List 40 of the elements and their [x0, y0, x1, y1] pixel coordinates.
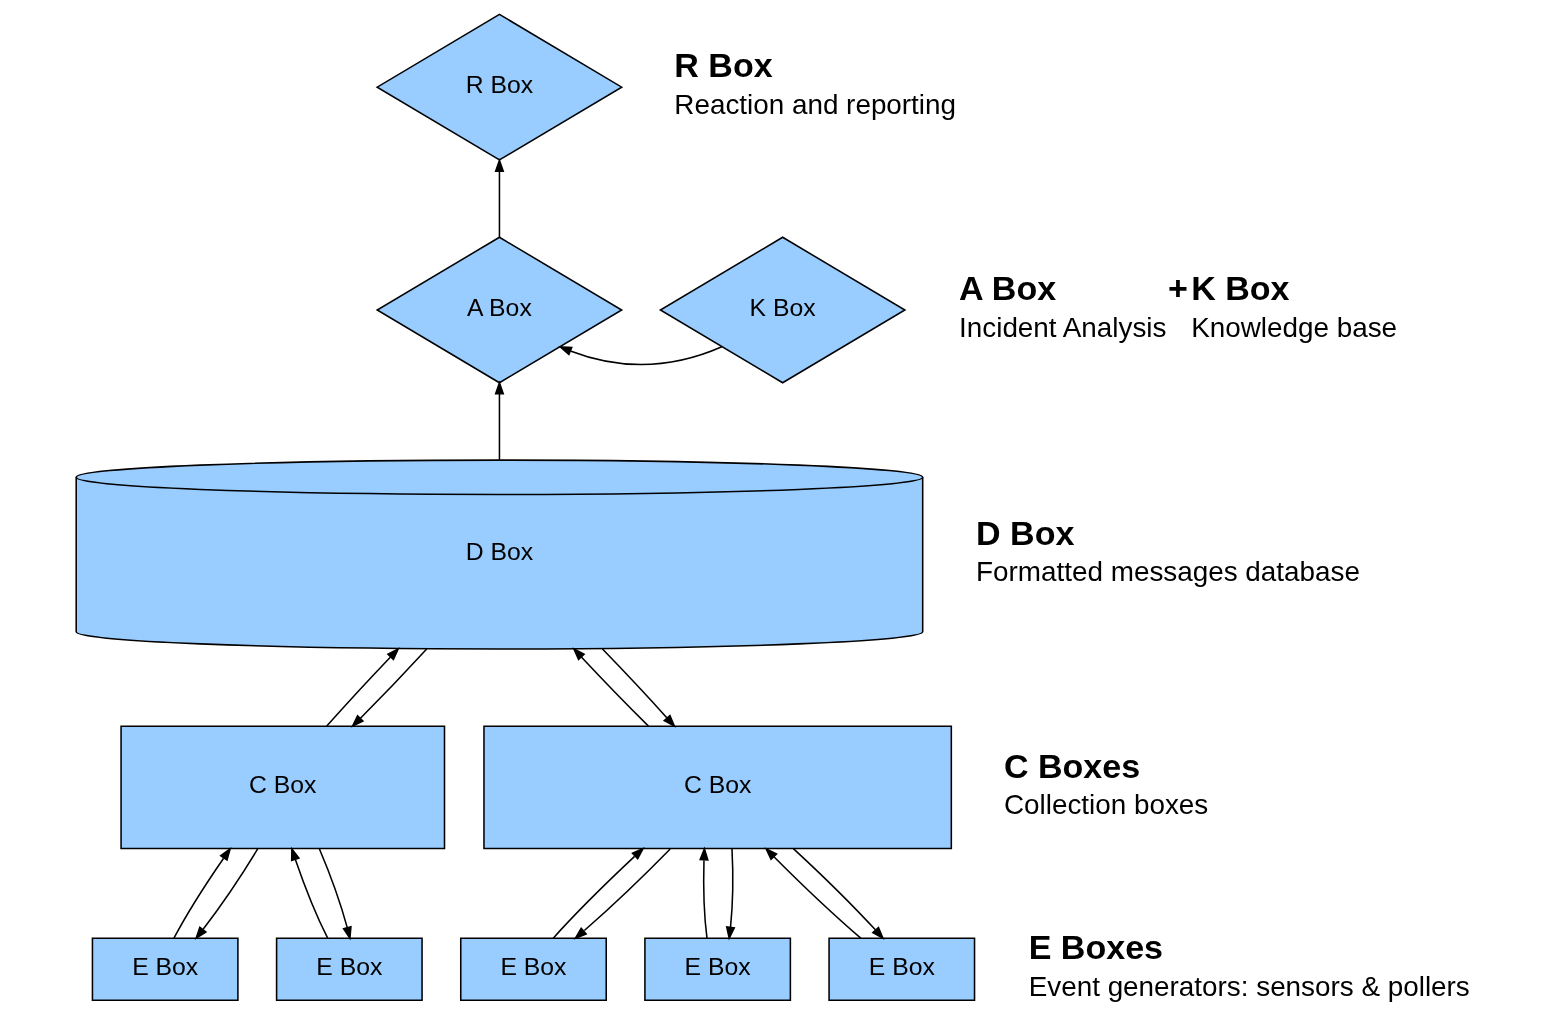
label: Knowledge base: [1190, 311, 1397, 343]
arrow: [557, 345, 723, 366]
arrow: [551, 846, 645, 939]
label: Formatted messages database: [975, 556, 1360, 588]
arrow: [601, 648, 676, 728]
arrow: [571, 647, 649, 727]
node-box: E Box: [91, 937, 239, 1001]
arrow: [494, 380, 504, 461]
arrow: [494, 158, 504, 238]
arrow: [172, 847, 231, 939]
label: Event generators: sensors & pollers: [1028, 971, 1470, 1003]
arrow: [792, 847, 884, 940]
label: A Box: [958, 269, 1056, 308]
node-diamond: R Box: [375, 13, 623, 161]
arrow: [290, 846, 328, 939]
arrow: [725, 848, 735, 941]
arrow: [764, 847, 861, 939]
node-box: E Box: [827, 937, 975, 1001]
arrow: [194, 848, 258, 941]
node-diamond: K Box: [658, 236, 906, 384]
label: K Box: [1190, 269, 1290, 308]
label: Collection boxes: [1003, 789, 1208, 821]
label: E Boxes: [1028, 928, 1163, 967]
arrow: [318, 848, 352, 941]
label: R Box: [673, 46, 773, 85]
arrow: [350, 648, 427, 728]
arrow: [698, 846, 709, 939]
node-box: C Box: [119, 725, 445, 850]
node-box: E Box: [459, 937, 607, 1001]
arrow: [573, 848, 671, 940]
node-box: C Box: [482, 725, 952, 850]
label: D Box: [975, 513, 1074, 552]
node-diamond: A Box: [375, 236, 623, 384]
node-box: E Box: [643, 937, 791, 1001]
label: Incident Analysis: [958, 311, 1166, 343]
label: Reaction and reporting: [673, 89, 956, 121]
node-box: E Box: [275, 937, 423, 1001]
label: +: [1167, 269, 1188, 308]
arrow: [325, 647, 400, 727]
label: C Boxes: [1003, 746, 1140, 785]
